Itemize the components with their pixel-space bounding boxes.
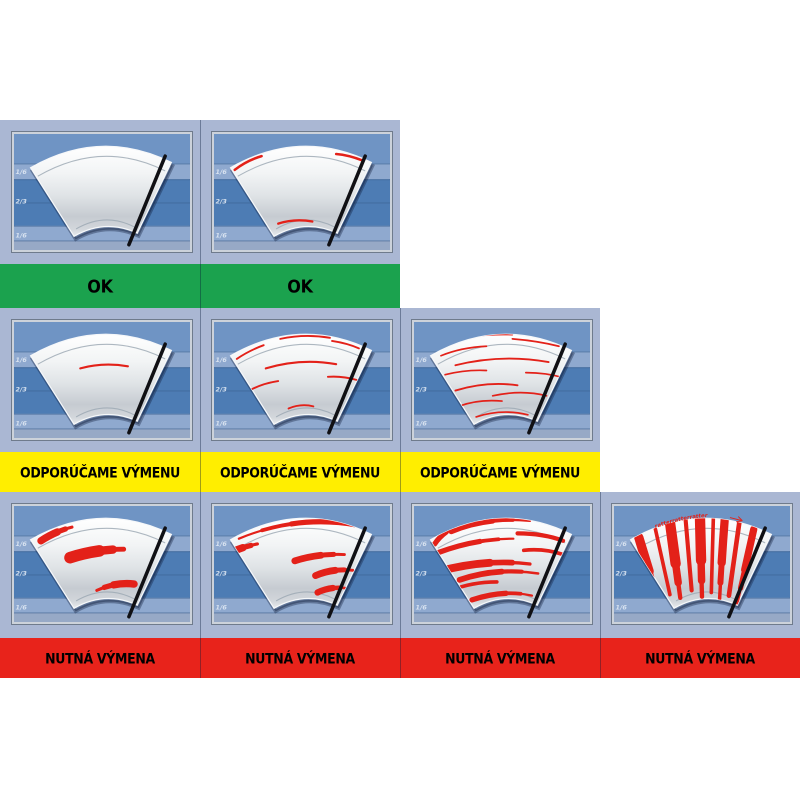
windshield-graphic: [229, 333, 373, 426]
windshield-panel: 1/6 2/3 1/6: [0, 120, 200, 264]
status-label: ODPORÚČAME VÝMENU: [220, 463, 380, 481]
windshield-frame: 1/6 2/3 1/6: [211, 319, 393, 441]
status-banner: NUTNÁ VÝMENA: [0, 638, 200, 678]
windshield-frame: 1/6 2/3 1/6: [11, 503, 193, 625]
scale-label: 2/3: [216, 198, 228, 206]
scale-label: 2/3: [16, 198, 28, 206]
scale-label: 1/6: [616, 603, 628, 611]
wear-streaks: [37, 525, 138, 592]
scale-label: 1/6: [616, 540, 628, 548]
wiper-blade-icon: [727, 526, 767, 619]
windshield-graphic: [29, 145, 173, 238]
status-banner: OK: [0, 264, 200, 308]
windshield-panel: 1/6 2/3 1/6: [200, 120, 400, 264]
status-banner: OK: [200, 264, 400, 308]
windshield-panel: 1/6 2/3 1/6: [400, 492, 600, 638]
status-label: ODPORÚČAME VÝMENU: [420, 463, 580, 481]
scale-label: 1/6: [16, 231, 28, 239]
scale-label: 1/6: [16, 540, 28, 548]
wiper-blade-icon: [527, 526, 567, 619]
wiper-blade-icon: [327, 342, 367, 435]
scale-label: 1/6: [416, 356, 428, 364]
wear-streaks: [634, 518, 758, 605]
windshield-frame: 1/6 2/3 1/6: [211, 503, 393, 625]
windshield-panel: 1/6 2/3 1/6: [400, 308, 600, 452]
scale-label: 1/6: [216, 603, 228, 611]
wear-streaks: [79, 363, 129, 370]
scale-label: 2/3: [216, 386, 228, 394]
status-label: NUTNÁ VÝMENA: [245, 649, 355, 667]
status-banner: ODPORÚČAME VÝMENU: [200, 452, 400, 492]
scale-label: 1/6: [216, 231, 228, 239]
status-label: ODPORÚČAME VÝMENU: [20, 463, 180, 481]
status-label: NUTNÁ VÝMENA: [645, 649, 755, 667]
windshield-frame: 1/6 2/3 1/6: [211, 131, 393, 253]
scale-label: 2/3: [616, 570, 628, 578]
status-banner: NUTNÁ VÝMENA: [600, 638, 800, 678]
wear-streaks: [230, 519, 360, 596]
scale-label: 1/6: [416, 419, 428, 427]
wear-streaks: [233, 152, 364, 225]
windshield-panel: 1/6 2/3 1/6: [200, 492, 400, 638]
windshield-frame: 1/6 2/3 1/6: [11, 319, 193, 441]
status-banner: ODPORÚČAME VÝMENU: [400, 452, 600, 492]
wiper-blade-icon: [127, 526, 167, 619]
wiper-blade-icon: [527, 342, 567, 435]
scale-label: 1/6: [416, 603, 428, 611]
status-label: NUTNÁ VÝMENA: [445, 649, 555, 667]
windshield-panel: 1/6 2/3 1/6: [0, 492, 200, 638]
status-label: NUTNÁ VÝMENA: [45, 649, 155, 667]
windshield-panel: 1/6 2/3 1/6: [0, 308, 200, 452]
windshield-frame: 1/6 2/3 1/6: [411, 319, 593, 441]
windshield-graphic: [429, 333, 573, 426]
scale-label: 1/6: [216, 540, 228, 548]
scale-label: 1/6: [16, 168, 28, 176]
windshield-graphic: [229, 145, 373, 238]
status-banner: NUTNÁ VÝMENA: [400, 638, 600, 678]
status-label: OK: [87, 275, 113, 297]
scale-label: 1/6: [16, 356, 28, 364]
status-banner: ODPORÚČAME VÝMENU: [0, 452, 200, 492]
wear-streaks: [235, 335, 360, 410]
wiper-blade-icon: [327, 154, 367, 247]
scale-label: 2/3: [416, 570, 428, 578]
scale-label: 2/3: [216, 570, 228, 578]
scale-label: 1/6: [16, 603, 28, 611]
windshield-panel: 1/6 2/3 1/6: [200, 308, 400, 452]
wiper-blade-icon: [127, 154, 167, 247]
wiper-blade-icon: [127, 342, 167, 435]
windshield-frame: 1/6 2/3 1/6: [11, 131, 193, 253]
scale-label: 1/6: [216, 419, 228, 427]
scale-label: 1/6: [216, 356, 228, 364]
scale-label: 2/3: [416, 386, 428, 394]
scale-label: 1/6: [416, 540, 428, 548]
status-label: OK: [287, 275, 313, 297]
scale-label: 2/3: [16, 386, 28, 394]
scale-label: 1/6: [216, 168, 228, 176]
scale-label: 2/3: [16, 570, 28, 578]
status-banner: NUTNÁ VÝMENA: [200, 638, 400, 678]
windshield-graphic: [29, 333, 173, 426]
windshield-frame: 1/6 2/3 1/6: [411, 503, 593, 625]
scale-label: 1/6: [16, 419, 28, 427]
wiper-blade-icon: [327, 526, 367, 619]
